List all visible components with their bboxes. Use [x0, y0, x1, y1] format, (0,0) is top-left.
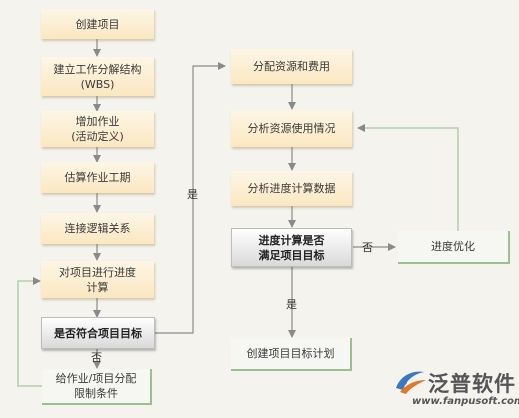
- node-assign-constraints: 给作业/项目分配 限制条件: [42, 369, 152, 405]
- node-schedule-check-label-line2: 满足项目目标: [258, 248, 325, 262]
- node-schedule-calc: 对项目进行进度 计算: [41, 261, 154, 298]
- brand-logo: 泛普软件 www.fanpusoft.com: [392, 366, 519, 416]
- edge-label-goal-no: 否: [91, 351, 102, 364]
- node-add-activity-label-line1: 增加作业: [75, 115, 120, 128]
- node-analyze-resources: 分析资源使用情况: [231, 110, 352, 147]
- arrow-optimize-back-to-analyze: [357, 124, 459, 231]
- edge-label-check-yes: 是: [286, 298, 297, 311]
- node-create-project-label: 创建项目: [75, 17, 120, 31]
- edge-label-goal-yes: 是: [187, 188, 198, 201]
- node-connect-logic-label: 连接逻辑关系: [64, 222, 131, 235]
- node-schedule-calc-label-line1: 对项目进行进度: [59, 265, 136, 279]
- node-analyze-schedule-data: 分析进度计算数据: [231, 171, 352, 206]
- node-analyze-schedule-data-label: 分析进度计算数据: [247, 182, 336, 195]
- node-schedule-optimize: 进度优化: [398, 231, 510, 264]
- node-add-activity: 增加作业 (活动定义): [41, 111, 154, 147]
- arrow-constraint-back-to-schedule: [17, 277, 42, 387]
- node-create-target-plan-label: 创建项目目标计划: [246, 347, 335, 360]
- node-assign-constraints-label-line1: 给作业/项目分配: [55, 372, 137, 385]
- node-schedule-optimize-label: 进度优化: [431, 240, 475, 253]
- node-analyze-resources-label: 分析资源使用情况: [247, 122, 336, 135]
- node-wbs-label-line2: (WBS): [80, 77, 115, 91]
- node-goal-check: 是否符合项目目标: [41, 317, 155, 349]
- edge-label-check-no: 否: [362, 241, 373, 254]
- node-create-target-plan: 创建项目目标计划: [231, 338, 352, 371]
- brand-url: www.fanpusoft.com: [412, 396, 519, 407]
- node-allocate-resources-label: 分配资源和费用: [253, 60, 330, 73]
- node-estimate-duration: 估算作业工期: [41, 162, 154, 193]
- arrow-goal-yes-to-allocate: [155, 62, 226, 334]
- brand-name: 泛普软件: [428, 372, 516, 396]
- node-create-project: 创建项目: [41, 9, 154, 39]
- node-schedule-calc-label-line2: 计算: [86, 280, 109, 294]
- brand-swoosh-icon: [396, 371, 426, 394]
- node-allocate-resources: 分配资源和费用: [231, 49, 352, 84]
- node-goal-check-label: 是否符合项目目标: [54, 326, 142, 340]
- node-estimate-duration-label: 估算作业工期: [64, 171, 131, 184]
- node-assign-constraints-label-line2: 限制条件: [74, 387, 118, 400]
- node-connect-logic: 连接逻辑关系: [41, 213, 154, 244]
- node-schedule-check-label-line1: 进度计算是否: [258, 233, 325, 247]
- node-add-activity-label-line2: (活动定义): [71, 130, 124, 143]
- node-wbs-label-line1: 建立工作分解结构: [53, 62, 142, 76]
- node-schedule-check: 进度计算是否 满足项目目标: [231, 228, 352, 267]
- node-wbs: 建立工作分解结构 (WBS): [41, 57, 154, 96]
